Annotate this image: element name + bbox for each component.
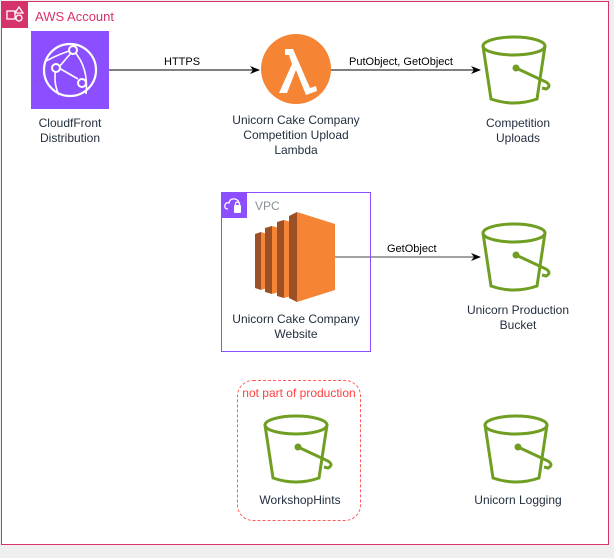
edge-label-https: HTTPS [164, 56, 201, 68]
vpc-label: VPC [255, 199, 280, 213]
production-bucket-label: Unicorn Production Bucket [466, 303, 570, 332]
workshop-hints-bucket-icon[interactable] [262, 412, 338, 484]
competition-uploads-label: Competition Uploads [485, 116, 551, 145]
aws-account-label: AWS Account [35, 9, 114, 24]
cloudfront-icon[interactable] [31, 31, 109, 109]
logging-label: Unicorn Logging [474, 493, 562, 507]
logging-bucket-icon[interactable] [482, 412, 558, 484]
aws-account-icon [2, 2, 28, 28]
nonprod-label: not part of production [242, 386, 356, 400]
edge-label-getobject: GetObject [387, 243, 437, 255]
competition-uploads-bucket-icon[interactable] [480, 33, 556, 105]
vpc-group: VPC [221, 192, 371, 352]
edge-label-putobject-getobject: PutObject, GetObject [349, 56, 453, 68]
ec2-icon[interactable] [255, 212, 335, 302]
cloudfront-label: CloudfFront Distribution [38, 116, 102, 145]
lambda-label: Unicorn Cake Company Competition Upload … [232, 113, 360, 157]
nonprod-group: not part of production [237, 380, 361, 521]
workshop-hints-label: WorkshopHints [259, 493, 341, 507]
website-label: Unicorn Cake Company Website [232, 312, 360, 341]
vpc-icon [222, 193, 247, 218]
lambda-icon[interactable] [260, 33, 332, 105]
production-bucket-icon[interactable] [480, 220, 556, 292]
